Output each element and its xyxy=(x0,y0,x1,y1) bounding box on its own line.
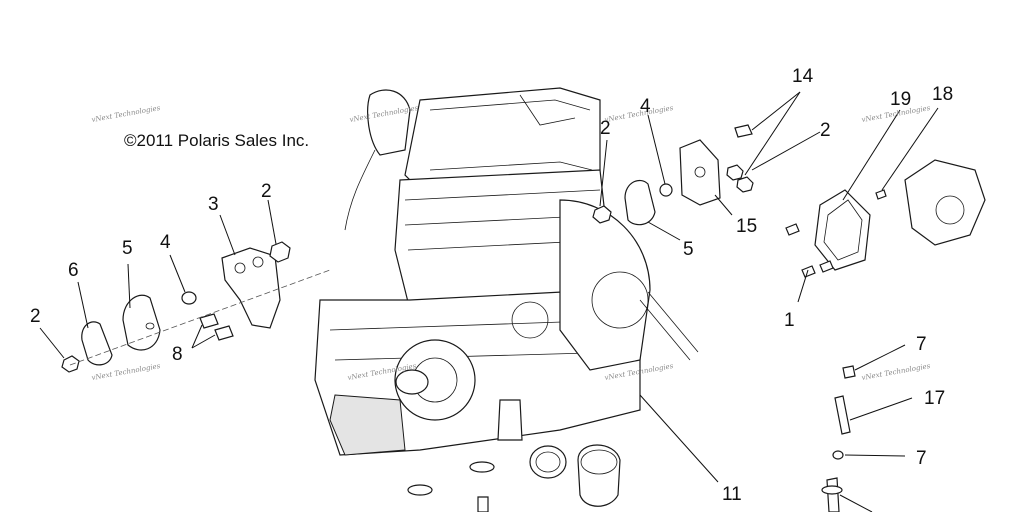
callout-5-left: 5 xyxy=(122,238,133,259)
callout-4-left: 4 xyxy=(160,232,171,253)
right-mount-parts xyxy=(592,124,754,226)
watermark-8: vNext Technologies xyxy=(861,362,931,382)
callout-2-left-top: 2 xyxy=(261,181,272,202)
watermark-1: vNext Technologies xyxy=(91,104,161,124)
callout-2-left: 2 xyxy=(30,306,41,327)
callout-3: 3 xyxy=(208,194,219,215)
engine-assembly xyxy=(314,87,699,456)
cover-and-housing xyxy=(785,159,986,278)
callout-7-bottom: 7 xyxy=(916,448,927,469)
callout-19: 19 xyxy=(890,89,911,110)
callout-17: 17 xyxy=(924,388,945,409)
leader-lines xyxy=(39,91,939,512)
callout-2-top-mid: 2 xyxy=(600,118,611,139)
callout-8: 8 xyxy=(172,344,183,365)
callout-15: 15 xyxy=(736,216,757,237)
copyright-notice: ©2011 Polaris Sales Inc. xyxy=(124,131,309,150)
callout-14: 14 xyxy=(792,66,814,87)
left-mount-parts xyxy=(61,241,331,373)
callout-18: 18 xyxy=(932,84,953,105)
bottom-parts xyxy=(407,444,621,512)
callout-11: 11 xyxy=(722,484,742,505)
callout-4-top: 4 xyxy=(640,96,651,117)
callout-2-top-right: 2 xyxy=(820,120,831,141)
pin-parts xyxy=(821,365,856,512)
callout-labels: 14 19 18 4 2 2 15 5 2 3 5 4 6 2 8 1 7 17… xyxy=(30,66,953,505)
callout-7-top: 7 xyxy=(916,334,927,355)
callout-6: 6 xyxy=(68,260,79,281)
callout-1: 1 xyxy=(784,310,795,331)
callout-5-right: 5 xyxy=(683,239,694,260)
